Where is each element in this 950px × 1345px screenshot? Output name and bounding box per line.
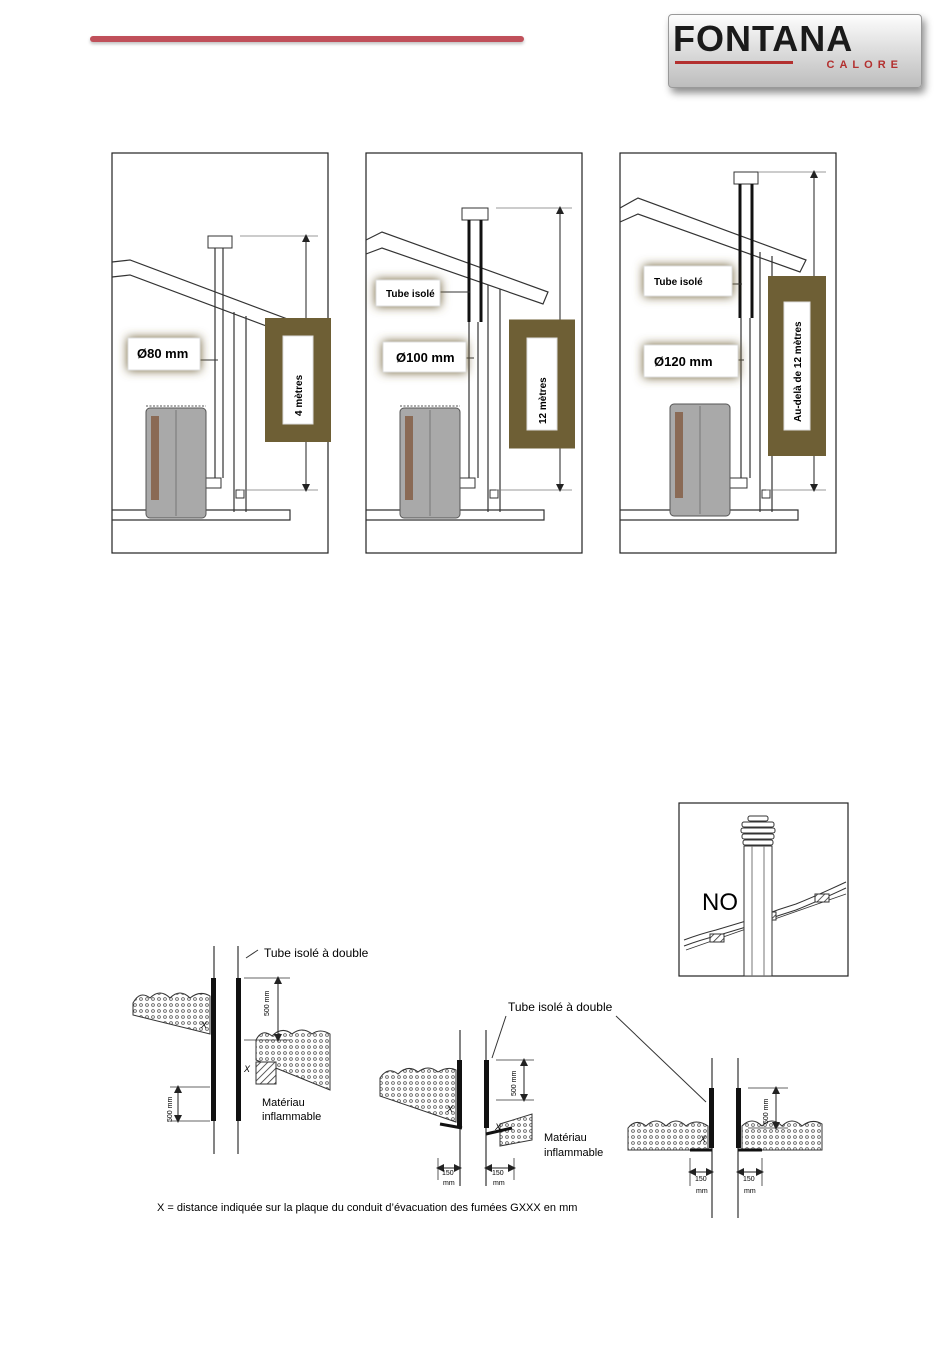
logo-red-line [675, 61, 793, 64]
flammable-2-line2: inflammable [544, 1147, 603, 1159]
detail-left [132, 946, 331, 1154]
detail-middle [379, 1015, 707, 1186]
dim-150-middle-left: 150 [442, 1170, 454, 1177]
dim-500-left-bottom: 500 mm [167, 1097, 174, 1122]
dim-150-middle-right: 150 [492, 1170, 504, 1177]
dim-150-right-right: 150 [743, 1176, 755, 1183]
dim-500-left-top: 500 mm [264, 991, 271, 1016]
panel2-tube-label: Tube isolé [386, 289, 435, 300]
dim-500-middle: 500 mm [511, 1071, 518, 1096]
x-mark-left-2: X [243, 1064, 251, 1074]
panel1-diameter-label: Ø80 mm [137, 346, 188, 361]
no-figure [678, 802, 849, 977]
no-label: NO [702, 889, 738, 916]
panel-100mm [365, 152, 583, 554]
panel3-height-label: Au-delà de 12 mètres [793, 321, 804, 422]
flammable-2-line1: Matériau [544, 1132, 587, 1144]
panel3-tube-label: Tube isolé [654, 277, 703, 288]
dim-mm-right-right: mm [744, 1188, 756, 1195]
detail-right [627, 1058, 823, 1218]
header-red-bar [90, 36, 524, 42]
dim-mm-middle-left: mm [443, 1180, 455, 1187]
panel1-height-label: 4 mètres [294, 374, 305, 416]
x-mark-middle: X [446, 1104, 454, 1114]
x-mark-right: X [699, 1134, 707, 1144]
panel-120mm [619, 152, 837, 554]
logo-sub-text: CALORE [826, 59, 903, 71]
panel3-diameter-label: Ø120 mm [654, 354, 713, 369]
dim-500-right: 500 mm [763, 1099, 770, 1124]
x-caption: X = distance indiquée sur la plaque du c… [157, 1202, 577, 1214]
tube-label-2: Tube isolé à double [508, 1000, 613, 1014]
flammable-1-line2: inflammable [262, 1111, 321, 1123]
fontana-calore-logo: FONTANA CALORE [668, 14, 922, 88]
x-mark-left: X [200, 1020, 208, 1030]
dim-mm-middle-right: mm [493, 1180, 505, 1187]
x-mark-middle-2: X [494, 1122, 502, 1132]
flammable-1-line1: Matériau [262, 1097, 305, 1109]
dim-150-right-left: 150 [695, 1176, 707, 1183]
panel2-height-label: 12 mètres [538, 377, 549, 424]
dim-mm-right-left: mm [696, 1188, 708, 1195]
tube-label-1: Tube isolé à double [264, 946, 369, 960]
panel-80mm [111, 152, 329, 554]
panel2-diameter-label: Ø100 mm [396, 350, 455, 365]
logo-main-text: FONTANA [673, 18, 854, 59]
